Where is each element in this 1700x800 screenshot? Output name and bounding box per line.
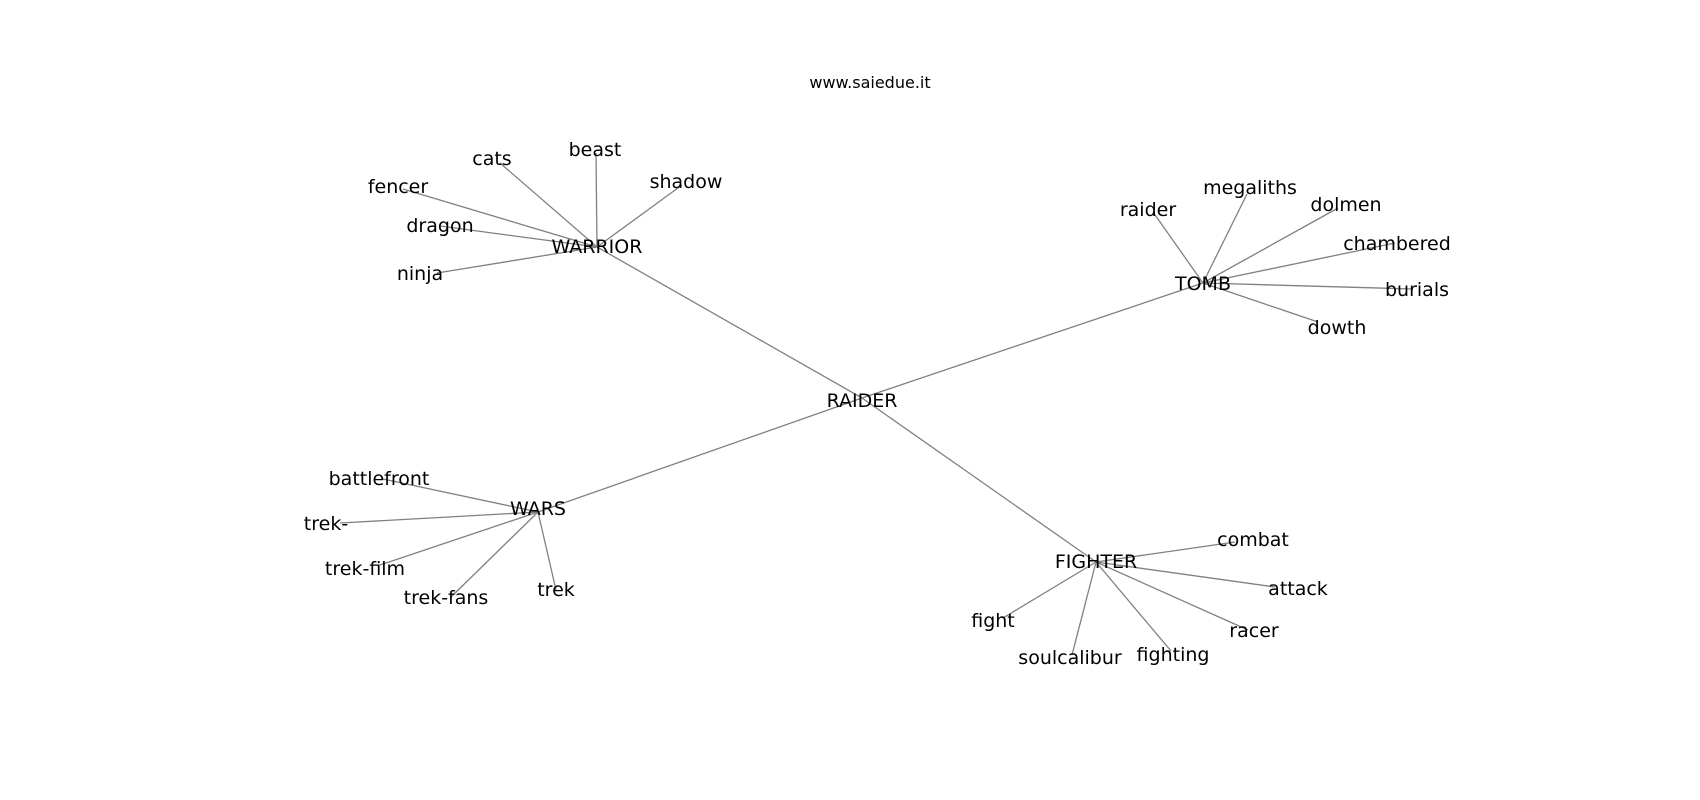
node-leaf-fighter-4: soulcalibur [1018, 647, 1122, 669]
node-hub-wars: WARS [510, 498, 566, 520]
edge-fighter-fighting [1095, 561, 1172, 652]
edge-root-tomb [861, 282, 1204, 399]
edge-tomb-dowth [1202, 282, 1319, 323]
node-leaf-fighter-1: attack [1268, 578, 1328, 600]
node-leaf-warrior-4: dragon [406, 215, 473, 237]
node-leaf-wars-4: trek [537, 579, 575, 601]
edge-layer [339, 152, 1414, 656]
edge-warrior-ninja [436, 246, 598, 274]
edge-wars-trek-fans [449, 511, 539, 599]
node-leaf-warrior-5: ninja [397, 263, 443, 285]
node-leaf-tomb-3: chambered [1343, 233, 1451, 255]
node-leaf-fighter-5: fighting [1137, 644, 1210, 666]
edge-wars-trek [537, 511, 557, 591]
node-root-raider: RAIDER [827, 390, 898, 412]
edge-tomb-megaliths [1202, 193, 1248, 284]
edge-root-warrior [596, 246, 863, 399]
node-leaf-wars-0: battlefront [329, 468, 430, 490]
node-leaf-fighter-2: racer [1229, 620, 1279, 642]
edge-warrior-cats [499, 162, 598, 248]
edge-tomb-dolmen [1202, 207, 1339, 284]
edge-root-fighter [861, 397, 1097, 563]
node-leaf-tomb-0: raider [1120, 199, 1176, 221]
edge-warrior-beast [595, 152, 598, 248]
edge-tomb-chambered [1202, 242, 1396, 284]
edge-fighter-racer [1095, 561, 1249, 631]
node-leaf-warrior-0: cats [472, 148, 511, 170]
node-leaf-wars-2: trek-film [325, 558, 405, 580]
node-leaf-warrior-3: fencer [368, 176, 429, 198]
site-title: www.saiedue.it [809, 73, 930, 92]
node-leaf-wars-1: trek- [304, 513, 348, 535]
edge-tomb-burials [1202, 282, 1414, 290]
node-leaf-tomb-2: dolmen [1310, 194, 1381, 216]
edge-root-wars [537, 397, 863, 513]
node-hub-fighter: FIGHTER [1055, 551, 1137, 573]
node-leaf-wars-3: trek-fans [404, 587, 489, 609]
node-leaf-fighter-3: fight [971, 610, 1015, 632]
edge-warrior-shadow [596, 184, 683, 248]
node-leaf-tomb-1: megaliths [1203, 177, 1297, 199]
node-leaf-tomb-4: burials [1385, 279, 1449, 301]
label-layer: www.saiedue.it RAIDER WARRIOR cats beast sha… [304, 73, 1451, 669]
node-leaf-warrior-2: shadow [650, 171, 723, 193]
edge-wars-trek- [339, 511, 539, 524]
node-hub-tomb: TOMB [1174, 273, 1231, 295]
edge-warrior-dragon [439, 225, 598, 248]
edge-fighter-combat [1095, 541, 1236, 563]
edge-wars-battlefront [382, 478, 539, 513]
node-leaf-tomb-5: dowth [1308, 317, 1367, 339]
node-hub-warrior: WARRIOR [552, 236, 643, 258]
edge-fighter-attack [1095, 561, 1276, 588]
edge-warrior-fencer [402, 188, 598, 248]
edge-fighter-soulcalibur [1071, 561, 1097, 656]
edge-wars-trek-film [379, 511, 539, 566]
edge-fighter-fight [1002, 561, 1097, 619]
node-leaf-fighter-0: combat [1217, 529, 1289, 551]
edge-tomb-raider [1152, 211, 1204, 284]
node-leaf-warrior-1: beast [569, 139, 622, 161]
